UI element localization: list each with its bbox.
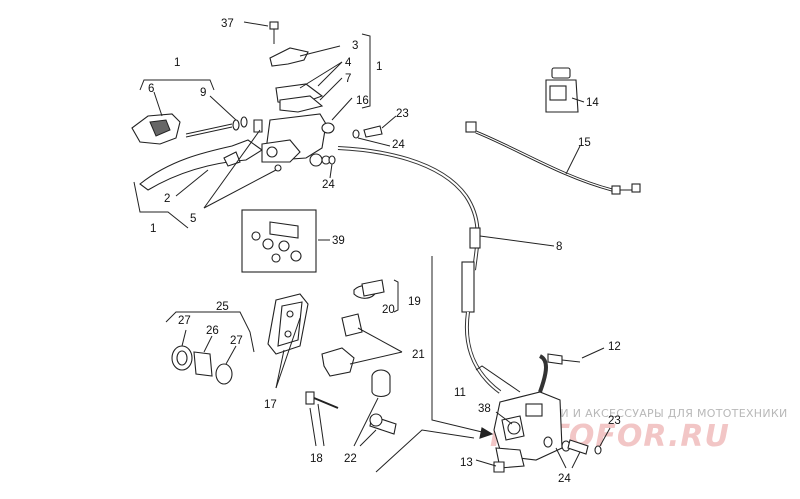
label-23-bottom: 23 (608, 415, 621, 427)
label-8: 8 (556, 241, 562, 253)
part-17-brake-pads (267, 293, 309, 355)
label-27-left: 27 (178, 315, 191, 327)
label-16: 16 (356, 95, 369, 107)
bottle-cap (551, 67, 571, 79)
hose-sleeve-lower (461, 261, 475, 313)
part-24-washer-bottom (543, 436, 553, 448)
label-37: 37 (221, 18, 234, 30)
label-25: 25 (216, 301, 229, 313)
bracket-25 (165, 311, 255, 353)
part-4-diaphragm (279, 95, 324, 113)
label-9: 9 (200, 87, 206, 99)
part-21-spring-top (341, 313, 363, 337)
label-5: 5 (190, 213, 196, 225)
hose-sleeve-upper (469, 227, 481, 249)
label-24-bottom: 24 (558, 473, 571, 485)
label-2: 2 (164, 193, 170, 205)
part-22-bushings (369, 369, 397, 435)
part-17-pad-front (277, 301, 303, 347)
label-23-top: 23 (396, 108, 409, 120)
bracket-1-top (139, 79, 215, 91)
label-26: 26 (206, 325, 219, 337)
leader-lines (153, 21, 611, 473)
label-38: 38 (478, 403, 491, 415)
label-1-right: 1 (376, 61, 382, 73)
label-15: 15 (578, 137, 591, 149)
part-27-seal-right (215, 363, 233, 385)
part-26-piston (193, 351, 213, 377)
part-15-cable (465, 121, 641, 195)
part-6-detail (149, 119, 171, 137)
label-18: 18 (310, 453, 323, 465)
label-6: 6 (148, 83, 154, 95)
lever-pivot (223, 151, 241, 167)
label-22: 22 (344, 453, 357, 465)
part-9-bolt (185, 123, 233, 135)
label-24-mid: 24 (322, 179, 335, 191)
part-23-banjo-bolt (363, 125, 383, 138)
bottle-label (549, 85, 567, 101)
label-3: 3 (352, 40, 358, 52)
master-cylinder-port (309, 153, 323, 167)
part-21-spring-bottom (321, 347, 355, 377)
part-5-pin (253, 119, 263, 133)
label-13: 13 (460, 457, 473, 469)
label-1-top: 1 (174, 57, 180, 69)
label-39: 39 (332, 235, 345, 247)
part-9-washer (232, 119, 240, 131)
part-13-bolt (493, 461, 505, 473)
part-39-seal-kit (241, 209, 317, 273)
watermark-text: ЗАПЧАСТИ И АКСЕССУАРЫ ДЛЯ МОТОТЕХНИКИ (506, 407, 788, 420)
label-7: 7 (345, 73, 351, 85)
bracket-1-bottom (133, 181, 189, 229)
label-12: 12 (608, 341, 621, 353)
part-39-piston (269, 221, 299, 239)
label-21: 21 (412, 349, 425, 361)
part-23-banjo-bolt-bottom (567, 439, 589, 455)
part-22-bushing-top (371, 369, 391, 398)
part-2-lever (139, 139, 263, 191)
bracket-19 (393, 279, 399, 313)
part-8-brake-hose (337, 146, 548, 394)
part-21-springs (321, 313, 363, 377)
bracket-1-right (361, 33, 371, 109)
label-20: 20 (382, 304, 395, 316)
part-12-bolt (547, 353, 563, 365)
brake-lever-assembly (131, 79, 282, 229)
part-3-clamp (269, 47, 309, 67)
label-19: 19 (408, 296, 421, 308)
part-14-brake-fluid-bottle (545, 67, 579, 113)
part-labels: 37 3 4 1 7 16 23 24 24 1 6 9 2 5 1 39 8 … (148, 18, 621, 485)
brake-caliper (493, 353, 602, 473)
part-25-piston-group (165, 311, 255, 385)
part-24-washer-top (352, 129, 360, 139)
part-24-washer-mid (328, 155, 336, 165)
part-20-clip (353, 279, 399, 313)
label-4: 4 (345, 57, 352, 69)
label-24-top: 24 (392, 139, 405, 151)
master-cylinder (261, 21, 383, 167)
label-1-bottom: 1 (150, 223, 156, 235)
part-16-cap (321, 122, 335, 134)
label-11: 11 (454, 387, 466, 399)
part-5-nut (274, 164, 282, 172)
part-18-pin (305, 391, 339, 409)
label-27-right: 27 (230, 335, 243, 347)
label-14: 14 (586, 97, 599, 109)
part-39-box (241, 209, 317, 273)
label-17: 17 (264, 399, 277, 411)
